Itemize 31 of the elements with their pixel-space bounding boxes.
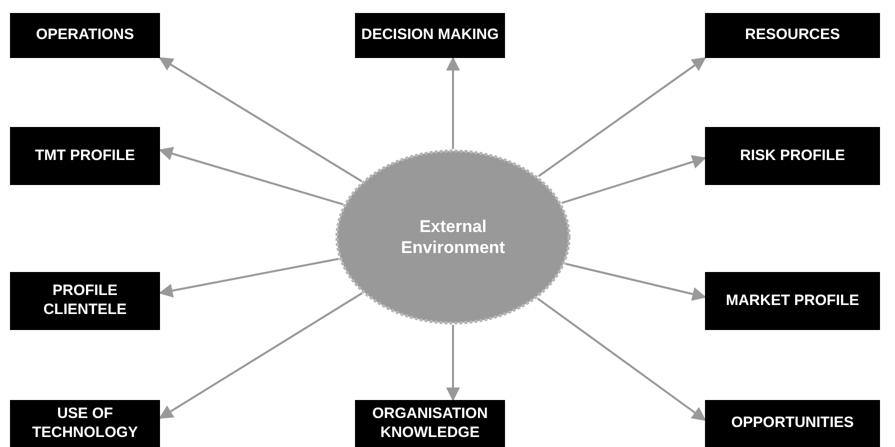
arrow <box>158 146 344 206</box>
arrow <box>561 155 706 204</box>
label-box <box>705 127 880 185</box>
label-box <box>355 13 505 58</box>
box-label: RESOURCES <box>744 26 842 45</box>
label-box <box>705 13 880 58</box>
node-label: External Environment <box>400 216 506 258</box>
box-label: PROFILE CLIENTELE <box>42 282 128 320</box>
label-box <box>10 13 160 58</box>
label-box <box>10 272 160 330</box>
arrow <box>446 56 460 149</box>
arrow <box>536 298 706 421</box>
box-label: USE OF TECHNOLOGY <box>31 404 139 442</box>
arrow <box>158 258 339 298</box>
box-label: ORGANISATION KNOWLEDGE <box>371 404 489 442</box>
box-label: DECISION MAKING <box>360 26 500 45</box>
box-label: OPPORTUNITIES <box>730 414 855 433</box>
box-label: MARKET PROFILE <box>724 292 860 310</box>
label-box <box>705 272 880 330</box>
label-box <box>10 127 160 185</box>
box-label: OPERATIONS <box>34 26 136 45</box>
arrow <box>158 292 363 419</box>
label-box <box>10 400 160 447</box>
box-label: RISK PROFILE <box>738 146 846 166</box>
label-box <box>705 400 880 447</box>
arrow <box>538 57 706 178</box>
arrow <box>446 325 460 402</box>
arrow <box>158 57 362 182</box>
arrow <box>565 262 706 301</box>
label-box <box>355 400 505 447</box>
box-label: TMT PROFILE <box>34 146 136 166</box>
